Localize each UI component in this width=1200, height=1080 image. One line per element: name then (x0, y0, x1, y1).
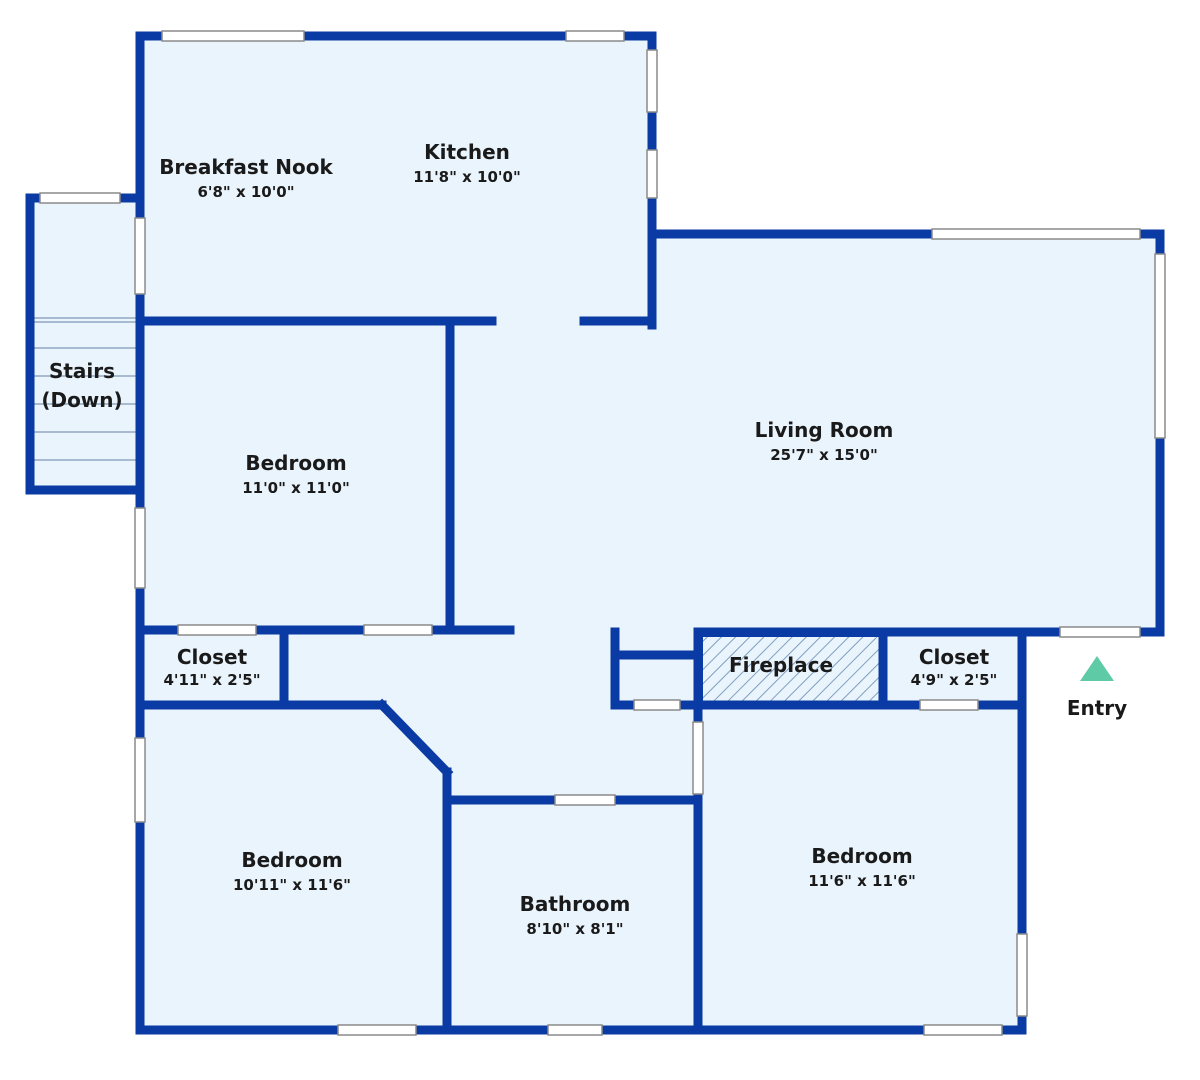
window (646, 149, 658, 199)
floor-living (452, 234, 1160, 632)
floor-hall (282, 630, 698, 1032)
room-name: Breakfast Nook (159, 155, 333, 179)
room-label-fireplace: Fireplace (729, 653, 833, 677)
room-label-closet-w: Closet 4'11" x 2'5" (163, 645, 260, 690)
room-label-bedroom-se: Bedroom 11'6" x 11'6" (808, 844, 916, 891)
room-name: Fireplace (728, 653, 834, 677)
room-label-bedroom-sw: Bedroom 10'11" x 11'6" (233, 848, 351, 895)
room-label-bedroom-nw: Bedroom 11'0" x 11'0" (242, 451, 350, 498)
window (1059, 626, 1141, 638)
room-dimensions: 11'6" x 11'6" (808, 872, 916, 890)
room-dimensions: 10'11" x 11'6" (233, 876, 351, 894)
room-name: Living Room (754, 418, 894, 442)
entry-label: Entry (1067, 696, 1127, 720)
room-name: Bedroom (811, 844, 913, 868)
room-dimensions: 11'8" x 10'0" (413, 168, 521, 186)
room-name: Kitchen (424, 140, 510, 164)
window (39, 192, 121, 204)
room-dimensions: 11'0" x 11'0" (242, 479, 350, 497)
room-label-kitchen: Kitchen 11'8" x 10'0" (413, 140, 521, 187)
entry-text: Entry (1066, 696, 1128, 720)
room-dimensions: 8'10" x 8'1" (526, 920, 624, 938)
window (919, 699, 979, 711)
room-label-living-room: Living Room 25'7" x 15'0" (755, 418, 894, 465)
window (134, 507, 146, 589)
room-name: Closet (918, 645, 990, 669)
room-label-closet-e: Closet 4'9" x 2'5" (911, 645, 998, 690)
floor-stairs (30, 198, 140, 490)
window (646, 49, 658, 113)
window (565, 30, 625, 42)
window (1154, 253, 1166, 439)
window (554, 794, 616, 806)
window (134, 217, 146, 295)
window (177, 624, 257, 636)
room-dimensions: 25'7" x 15'0" (770, 446, 878, 464)
room-dimensions: 4'11" x 2'5" (163, 671, 261, 689)
window (692, 721, 704, 795)
window (1016, 933, 1028, 1017)
stairs-label-line2: (Down) (41, 388, 123, 412)
stairs-label-line1: Stairs (48, 359, 116, 383)
room-name: Closet (176, 645, 248, 669)
room-label-bathroom: Bathroom 8'10" x 8'1" (520, 892, 631, 939)
window (337, 1024, 417, 1036)
window (134, 737, 146, 823)
stair-treads (34, 317, 136, 461)
window (931, 228, 1141, 240)
window (547, 1024, 603, 1036)
room-name: Bedroom (241, 848, 343, 872)
window (923, 1024, 1003, 1036)
windows (39, 30, 1166, 1036)
window (161, 30, 305, 42)
room-dimensions: 6'8" x 10'0" (197, 183, 295, 201)
room-name: Bedroom (245, 451, 347, 475)
window (363, 624, 433, 636)
room-label-stairs: Stairs (Down) (41, 357, 122, 415)
room-label-breakfast-nook: Breakfast Nook 6'8" x 10'0" (159, 155, 333, 202)
entry-arrow-icon (1080, 656, 1114, 681)
room-dimensions: 4'9" x 2'5" (910, 671, 998, 689)
window (633, 699, 681, 711)
floor-areas (30, 36, 1160, 1032)
room-name: Bathroom (519, 892, 631, 916)
